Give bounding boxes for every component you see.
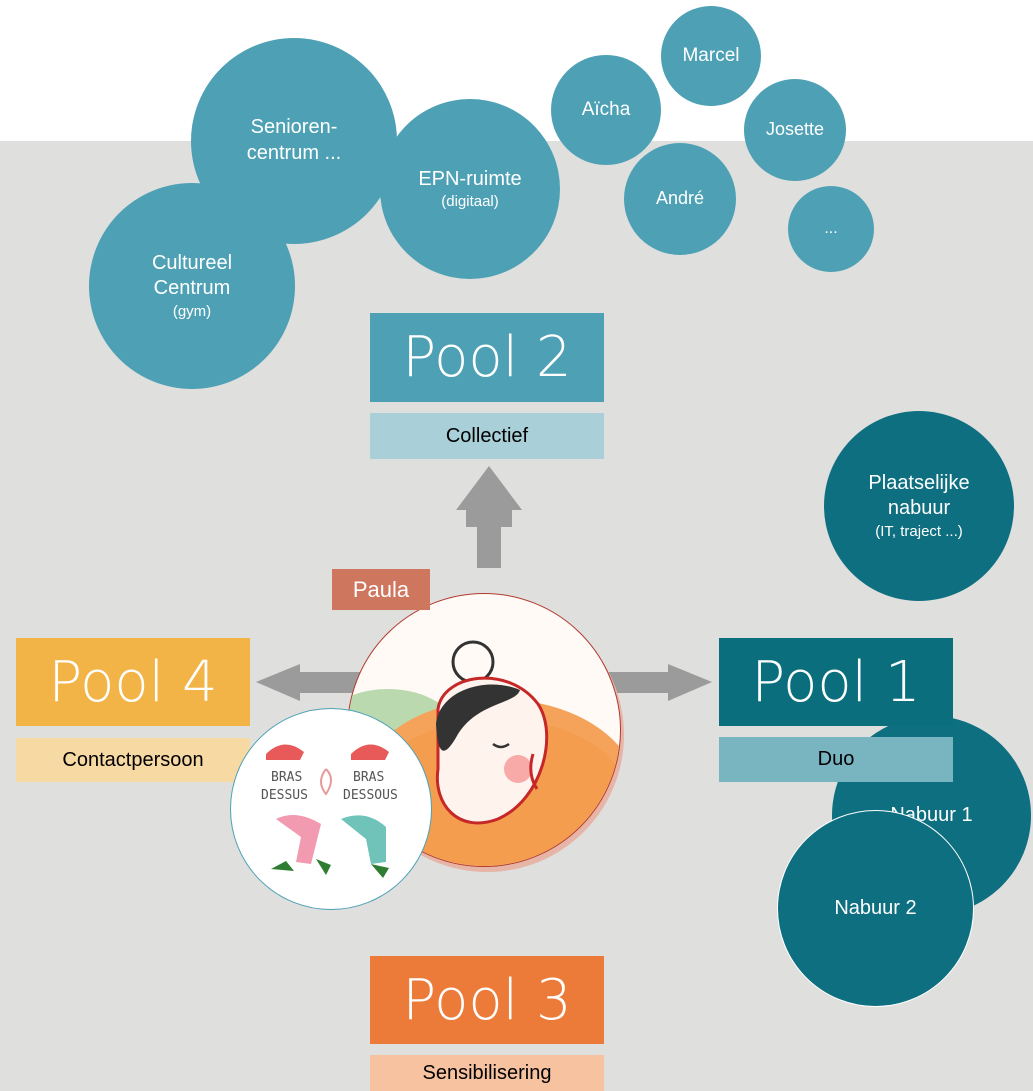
pool-4-title-text: Pool 4 bbox=[48, 649, 218, 715]
bubble-josette: Josette bbox=[744, 79, 846, 181]
paula-label-text: Paula bbox=[352, 576, 410, 602]
logo-text-left-2: DESSUS bbox=[261, 788, 308, 803]
bubble-josette-label: Josette bbox=[765, 119, 825, 140]
bras-dessus-illustration: BRAS DESSUS BRAS DESSOUS bbox=[261, 744, 398, 878]
bubble-marcel-label: Marcel bbox=[682, 44, 740, 66]
pool-3-title: Pool 3 bbox=[370, 956, 604, 1044]
bubble-cultureel-note: (gym) bbox=[172, 303, 212, 320]
bubble-plaatselijke-line1: Plaatselijke bbox=[868, 471, 970, 494]
bubble-andre-label: André bbox=[655, 188, 705, 209]
pool-2-title: Pool 2 bbox=[370, 313, 604, 402]
pool-2-title-text: Pool 2 bbox=[402, 325, 572, 390]
logo-text-right-1: BRAS bbox=[353, 770, 384, 785]
logo-text-right-2: DESSOUS bbox=[343, 788, 398, 803]
pool-2-subtitle: Collectief bbox=[370, 413, 604, 459]
pool-3-subtitle-text: Sensibilisering bbox=[422, 1061, 552, 1084]
pool-1-title: Pool 1 bbox=[719, 638, 953, 726]
bubble-cultureel-line2: Centrum bbox=[153, 277, 231, 300]
pool-2-subtitle-text: Collectief bbox=[445, 424, 529, 447]
pool-4-subtitle: Contactpersoon bbox=[16, 738, 250, 782]
pool-3-subtitle: Sensibilisering bbox=[370, 1055, 604, 1091]
bubble-epn-line1: EPN-ruimte bbox=[418, 167, 522, 190]
bubble-ellipsis-label: ... bbox=[824, 219, 838, 237]
bubble-plaatselijke-line2: nabuur bbox=[887, 497, 951, 520]
bubble-epn-note: (digitaal) bbox=[441, 193, 499, 211]
bubble-andre: André bbox=[624, 143, 736, 255]
bubble-seniorencentrum-line2: centrum ... bbox=[246, 142, 342, 164]
bubble-ellipsis: ... bbox=[788, 186, 874, 272]
bubble-aicha: Aïcha bbox=[551, 55, 661, 165]
arrow-right bbox=[606, 664, 712, 701]
pool-4-title: Pool 4 bbox=[16, 638, 250, 726]
pool-1-title-text: Pool 1 bbox=[751, 649, 921, 715]
logo-text-left-1: BRAS bbox=[271, 770, 302, 785]
bubble-plaatselijke-nabuur: Plaatselijke nabuur (IT, traject ...) bbox=[824, 411, 1014, 601]
bubble-cultureel-line1: Cultureel bbox=[151, 251, 233, 274]
bubble-nabuur-2: Nabuur 2 bbox=[777, 810, 974, 1007]
bubble-nabuur2-label: Nabuur 2 bbox=[834, 896, 917, 919]
pool-4-subtitle-text: Contactpersoon bbox=[62, 748, 204, 771]
arrow-up bbox=[466, 508, 512, 568]
bubble-cultureel-centrum: Cultureel Centrum (gym) bbox=[89, 183, 295, 389]
bubble-plaatselijke-note: (IT, traject ...) bbox=[875, 523, 963, 540]
arrow-left bbox=[256, 664, 363, 701]
bubble-seniorencentrum-line1: Senioren- bbox=[250, 116, 338, 139]
pool-1-subtitle: Duo bbox=[719, 737, 953, 782]
pool-3-title-text: Pool 3 bbox=[402, 967, 572, 1033]
bras-dessus-logo: BRAS DESSUS BRAS DESSOUS bbox=[230, 708, 432, 910]
arrow-up-head bbox=[456, 466, 522, 510]
bubble-marcel: Marcel bbox=[661, 6, 761, 106]
paula-label: Paula bbox=[332, 569, 430, 610]
bubble-epn-ruimte: EPN-ruimte (digitaal) bbox=[380, 99, 560, 279]
pool-1-subtitle-text: Duo bbox=[817, 748, 855, 770]
bubble-aicha-label: Aïcha bbox=[581, 98, 631, 120]
